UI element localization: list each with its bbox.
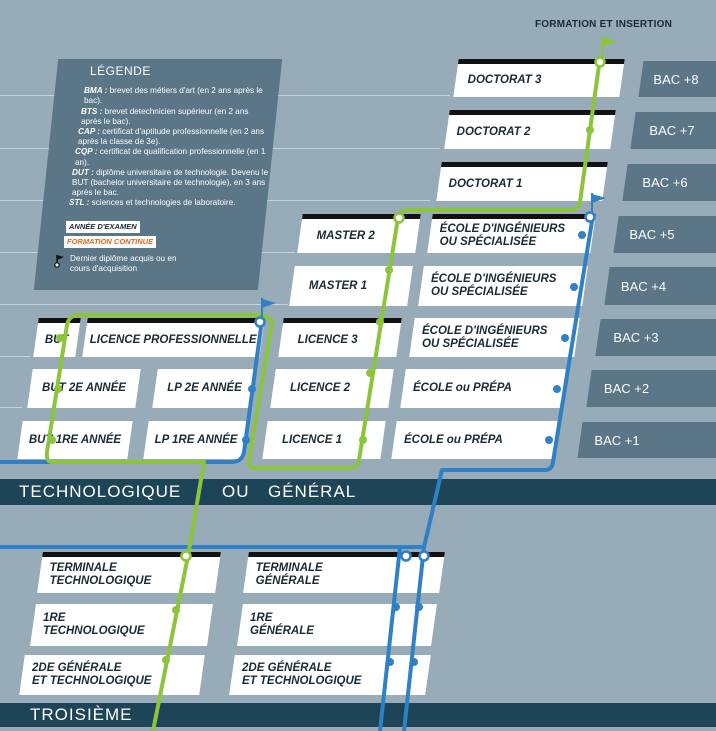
flag-blue-bac5-icon: [591, 193, 606, 212]
route-dot: [385, 266, 393, 274]
band-label-troisieme: TROISIÈME: [30, 705, 133, 724]
route-dot: [553, 385, 561, 393]
route-junction: [400, 550, 412, 562]
route-junction: [594, 56, 606, 68]
route-junction: [393, 212, 405, 224]
legend-flag-note: Dernier diplôme acquis ou en cours d'acq…: [70, 254, 177, 274]
route-dot: [359, 436, 367, 444]
band-troisieme: TROISIÈME: [0, 703, 716, 727]
header-title: FORMATION ET INSERTION: [535, 19, 672, 30]
route-junction: [418, 550, 430, 562]
route-blue-general-1: [0, 545, 402, 731]
route-dot: [386, 658, 394, 666]
route-dot: [392, 603, 400, 611]
route-dot: [54, 385, 62, 393]
route-blue-general-2: [398, 213, 595, 549]
guide-line: [0, 304, 288, 305]
legend-entry: BTS : brevet detechnicien supérieur (en …: [81, 106, 249, 126]
band-label-or: OU: [222, 482, 250, 501]
route-junction: [254, 316, 266, 328]
route-dot: [48, 436, 56, 444]
route-dot: [586, 126, 594, 134]
route-dot: [561, 334, 569, 342]
legend-entry: CAP : certificat d'aptitude professionne…: [78, 127, 265, 147]
legend-entry: STL : sciences et technologies de labora…: [69, 198, 236, 208]
legend-entry: CQP : certificat de qualification profes…: [75, 147, 266, 167]
route-dot: [366, 369, 374, 377]
route-dot: [545, 436, 553, 444]
legend-tag-continuous: FORMATION CONTINUE: [64, 235, 157, 249]
legend-entry: BMA : brevet des métiers d'art (en 2 ans…: [84, 86, 263, 106]
route-dot: [248, 385, 256, 393]
flag-green-icon: [601, 36, 617, 58]
legend-tag-exam: ANNÉE D'EXAMEN: [66, 220, 140, 233]
route-dot: [162, 656, 170, 664]
band-label-general: GÉNÉRAL: [268, 482, 357, 501]
legend-title: LÉGENDE: [90, 64, 151, 78]
route-dot: [415, 603, 423, 611]
route-dot: [410, 658, 418, 666]
guide-line: [0, 407, 22, 408]
route-dot: [578, 231, 586, 239]
flag-blue-bac3-icon: [261, 298, 276, 317]
legend-entry: DUT : diplôme universitaire de technolog…: [72, 167, 269, 198]
route-dot: [570, 283, 578, 291]
route-blue-but: [0, 318, 264, 464]
flag-marker-icon: [54, 255, 64, 268]
legend: LÉGENDE BMA : brevet des métiers d'art (…: [50, 62, 270, 274]
band-technologique-general: TECHNOLOGIQUE OU GÉNÉRAL: [0, 479, 716, 505]
route-dot: [172, 606, 180, 614]
route-blue-general-3: [402, 545, 426, 731]
route-junction: [180, 550, 192, 562]
band-label-technologique: TECHNOLOGIQUE: [19, 482, 182, 501]
route-dot: [376, 318, 384, 326]
route-junction: [584, 211, 596, 223]
route-green: [44, 56, 602, 731]
guide-line: [0, 356, 30, 357]
route-dot: [242, 436, 250, 444]
route-dot: [56, 334, 64, 342]
